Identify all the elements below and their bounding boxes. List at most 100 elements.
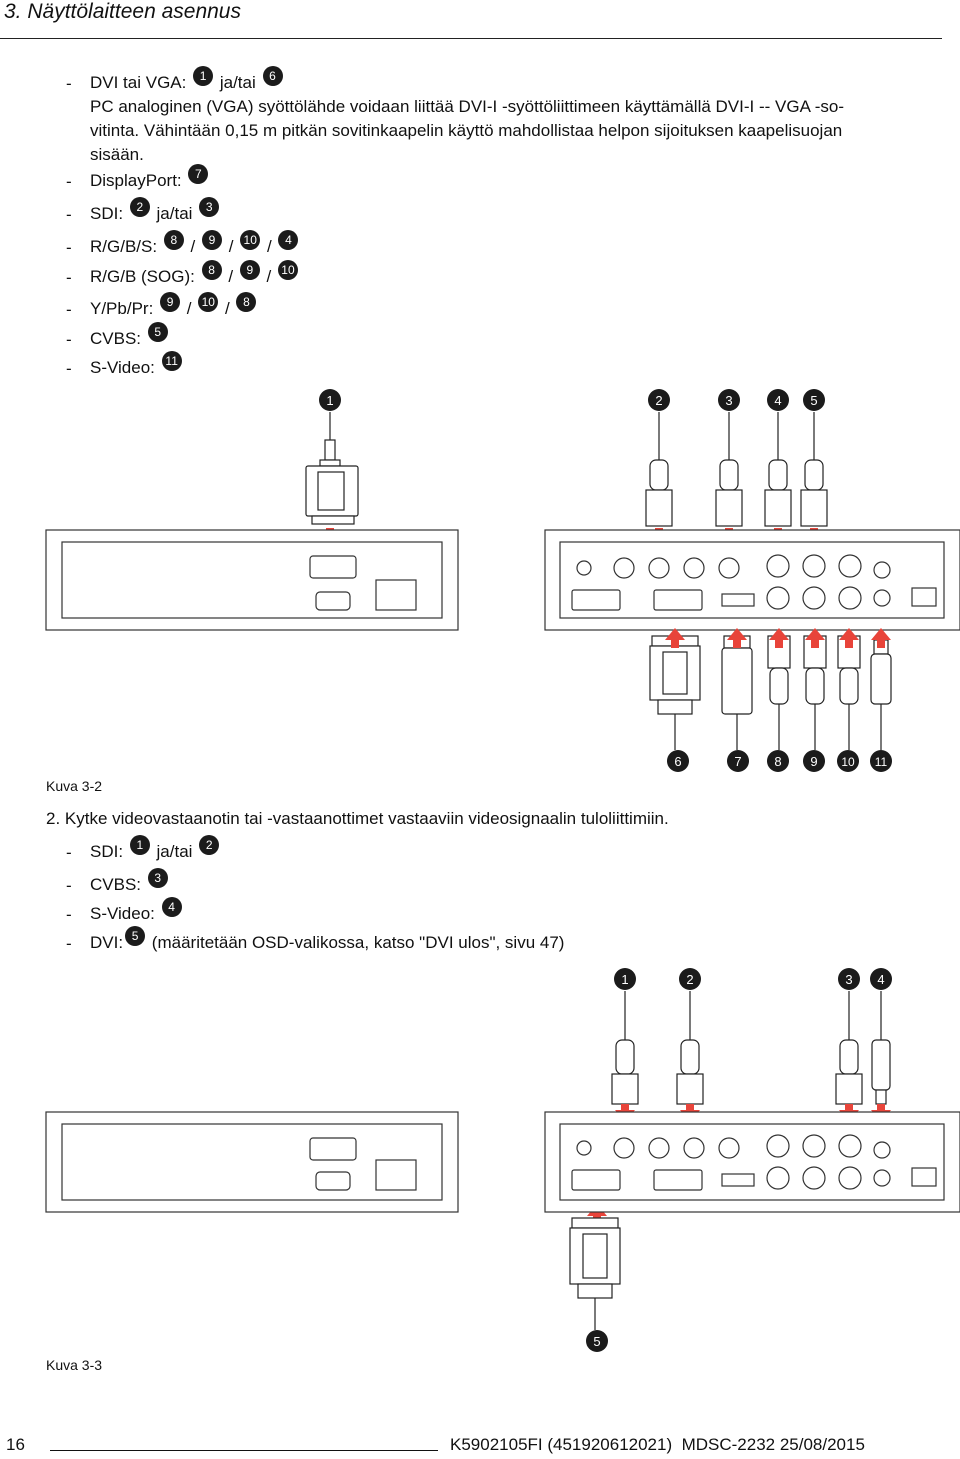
callout-badge: 6 [262, 66, 283, 86]
rgbsog-line: R/G/B (SOG): 8 / 9 / 10 [90, 260, 300, 288]
separator: / [190, 237, 196, 256]
cvbs-label: CVBS: [90, 329, 142, 348]
pc-line-3: sisään. [90, 145, 144, 164]
dash: - [66, 172, 72, 191]
badge-3: 3 [845, 972, 852, 987]
doc-info: K5902105FI (451920612021) MDSC-2232 25/0… [450, 1435, 865, 1454]
dvi-label: DVI tai VGA: [90, 73, 187, 92]
badge-1: 1 [621, 972, 628, 987]
svideo-line: S-Video: 11 [90, 351, 184, 379]
dash: - [66, 205, 72, 224]
callout-badge: 11 [161, 351, 182, 371]
callout-badge: 3 [199, 197, 220, 217]
fig1-top-badges: 1 2 3 4 5 [319, 389, 825, 411]
figure-caption-1: Kuva 3-2 [46, 778, 103, 794]
fig1-bottom-badges: 6 7 8 9 10 11 [667, 750, 892, 772]
rgbs-label: R/G/B/S: [90, 237, 158, 256]
badge-9: 9 [810, 754, 817, 769]
step-2-text: 2. Kytke videovastaanotin tai -vastaanot… [46, 809, 669, 828]
dvi-note: (määritetään OSD-valikossa, katso "DVI u… [151, 933, 565, 952]
callout-badge: 5 [125, 926, 146, 946]
step2-cvbs-line: CVBS: 3 [90, 868, 170, 896]
badge-2: 2 [655, 393, 662, 408]
dp-label: DisplayPort: [90, 171, 182, 190]
cvbs-label: CVBS: [90, 875, 142, 894]
callout-badge: 9 [239, 260, 260, 280]
footer-rule [50, 1450, 438, 1451]
dvi-label: DVI: [90, 933, 124, 952]
separator: / [266, 237, 272, 256]
pc-line-1: PC analoginen (VGA) syöttölähde voidaan … [90, 97, 844, 116]
dvi-line: DVI tai VGA: 1 ja/tai 6 [90, 66, 285, 94]
callout-badge: 1 [193, 66, 214, 86]
chapter-title: 3. Näyttölaitteen asennus [4, 0, 241, 23]
step2-sdi-line: SDI: 1 ja/tai 2 [90, 835, 221, 863]
fig2-panel-left [45, 1111, 459, 1213]
fig2-dvi-plug-icon [569, 1217, 621, 1330]
sdi-label: SDI: [90, 204, 124, 223]
figure-caption-2: Kuva 3-3 [46, 1357, 103, 1373]
svideo-label: S-Video: [90, 904, 155, 923]
badge-5: 5 [593, 1334, 600, 1349]
badge-10: 10 [841, 755, 855, 769]
separator: / [228, 267, 234, 286]
callout-badge: 8 [236, 292, 257, 312]
sdi-mid: ja/tai [156, 842, 193, 861]
header-rule [0, 38, 942, 39]
separator: / [266, 267, 272, 286]
dash: - [66, 74, 72, 93]
fig2-bottom-badges: 5 [586, 1330, 608, 1352]
badge-4: 4 [774, 393, 781, 408]
step2-svideo-line: S-Video: 4 [90, 897, 184, 925]
ypbpr-line: Y/Pb/Pr: 9 / 10 / 8 [90, 292, 258, 320]
dash: - [66, 330, 72, 349]
sdi-line: SDI: 2 ja/tai 3 [90, 197, 221, 225]
page-number: 16 [6, 1435, 25, 1454]
callout-badge: 2 [199, 835, 220, 855]
pc-line-2: vitinta. Vähintään 0,15 m pitkän sovitin… [90, 121, 843, 140]
sdi-mid: ja/tai [156, 204, 193, 223]
callout-badge: 10 [198, 292, 219, 312]
separator: / [224, 299, 230, 318]
dash: - [66, 268, 72, 287]
dash: - [66, 300, 72, 319]
dash: - [66, 843, 72, 862]
callout-badge: 4 [161, 897, 182, 917]
callout-badge: 10 [240, 230, 261, 250]
fig2-top-plugs [611, 991, 891, 1105]
callout-badge: 7 [188, 164, 209, 184]
callout-badge: 5 [147, 322, 168, 342]
callout-badge: 10 [277, 260, 298, 280]
badge-2: 2 [686, 972, 693, 987]
bottom-plug-icons [649, 635, 892, 750]
badge-5: 5 [810, 393, 817, 408]
badge-6: 6 [674, 754, 681, 769]
fig2-top-badges: 1 2 3 4 [614, 968, 892, 990]
fig2-panel-right [544, 1111, 960, 1213]
dash: - [66, 934, 72, 953]
step2-dvi-line: DVI:5 (määritetään OSD-valikossa, katso … [90, 926, 565, 954]
connector-figure-1: 1 2 3 4 5 [45, 389, 960, 772]
rear-panel-right [544, 529, 960, 631]
svideo-label: S-Video: [90, 358, 155, 377]
cvbs-line: CVBS: 5 [90, 322, 170, 350]
badge-3: 3 [725, 393, 732, 408]
badge-8: 8 [774, 754, 781, 769]
callout-badge: 8 [163, 230, 184, 250]
ypbpr-label: Y/Pb/Pr: [90, 299, 154, 318]
dash: - [66, 876, 72, 895]
dash: - [66, 905, 72, 924]
displayport-line: DisplayPort: 7 [90, 164, 210, 192]
badge-11: 11 [875, 755, 888, 769]
rgbsog-label: R/G/B (SOG): [90, 267, 195, 286]
callout-badge: 4 [278, 230, 299, 250]
rear-panel-left [45, 529, 459, 631]
dash: - [66, 238, 72, 257]
dvi-plug-icon [305, 412, 359, 525]
rgbs-line: R/G/B/S: 8 / 9 / 10 / 4 [90, 230, 300, 258]
dash: - [66, 359, 72, 378]
separator: / [186, 299, 192, 318]
bnc-plug-icons [645, 412, 828, 527]
callout-badge: 2 [129, 197, 150, 217]
badge-1: 1 [326, 393, 333, 408]
